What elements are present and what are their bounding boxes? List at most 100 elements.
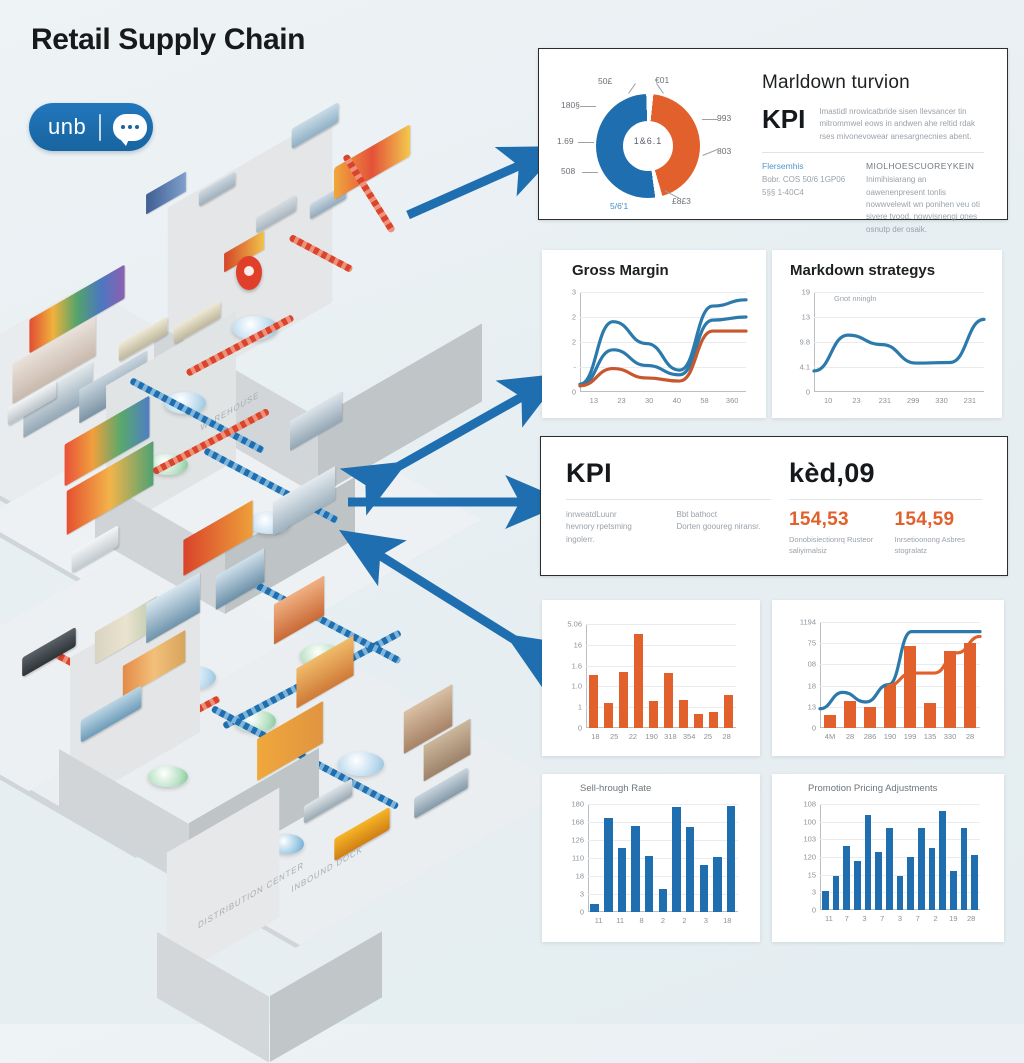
donut-center-label: 1&6.1 bbox=[633, 136, 663, 146]
bar bbox=[631, 825, 640, 912]
y-tick-label: 108 bbox=[803, 799, 816, 809]
bubble-dot bbox=[135, 125, 140, 129]
donut-callout: 1.69 bbox=[557, 136, 574, 146]
gridline bbox=[820, 874, 980, 876]
sub-left-body: Bobr. COS 50/6 1GP06 5§§ 1-40C4 bbox=[762, 175, 846, 197]
x-tick-label: 58 bbox=[700, 396, 709, 405]
bar bbox=[699, 864, 708, 912]
bar bbox=[693, 714, 703, 728]
x-axis bbox=[814, 391, 984, 392]
gridline bbox=[586, 624, 736, 625]
y-tick-label: 0 bbox=[579, 907, 584, 917]
y-tick-label: 0 bbox=[811, 723, 816, 733]
x-tick-label: 7 bbox=[844, 914, 849, 923]
x-tick-label: 7 bbox=[880, 914, 885, 923]
markdown-overview-panel[interactable]: 1&6.1 50£ €01 180§ 993 1.69 803 508 £8£3… bbox=[538, 48, 1008, 234]
y-tick-label: 5.06 bbox=[567, 619, 582, 629]
x-tick-label: 286 bbox=[863, 732, 877, 741]
chart-annotation: Gnot nningln bbox=[834, 294, 877, 303]
kpi-heading: KPI bbox=[566, 458, 612, 488]
line-series-layer bbox=[812, 317, 986, 373]
gridline bbox=[580, 342, 746, 343]
donut-callout: 5/6'1 bbox=[610, 201, 629, 211]
line-series bbox=[886, 634, 982, 688]
gridline bbox=[580, 317, 746, 318]
x-tick-label: 28 bbox=[845, 732, 855, 741]
x-tick-label: 25 bbox=[609, 732, 619, 741]
y-tick-label: 4.1 bbox=[799, 362, 810, 372]
gridline bbox=[820, 839, 980, 841]
line-series bbox=[578, 298, 748, 386]
kpi-panel[interactable]: KPI inrweatdLuunr hevnory rpetsming ingo… bbox=[540, 436, 1008, 576]
x-tick-label: 190 bbox=[645, 732, 658, 741]
gridline bbox=[820, 685, 980, 687]
gridline bbox=[820, 857, 980, 858]
chart-title: Promotion Pricing Adjustments bbox=[808, 783, 938, 794]
bar bbox=[713, 857, 722, 912]
bar bbox=[971, 855, 978, 910]
chat-bubble-icon[interactable] bbox=[113, 113, 148, 146]
x-axis bbox=[586, 727, 736, 728]
bar bbox=[678, 699, 688, 728]
bar bbox=[903, 646, 916, 728]
gridline bbox=[820, 821, 980, 823]
x-tick-label: 2 bbox=[682, 916, 687, 925]
page-title: Retail Supply Chain bbox=[31, 23, 306, 56]
x-tick-label: 3 bbox=[897, 914, 903, 923]
y-tick-label: 0 bbox=[577, 723, 582, 733]
x-tick-label: 23 bbox=[852, 396, 861, 405]
x-tick-label: 4M bbox=[824, 732, 836, 741]
donut-callout: 993 bbox=[717, 113, 732, 123]
line-series bbox=[578, 315, 748, 388]
x-tick-label: 28 bbox=[722, 732, 731, 741]
arrow-to-bar-charts-panel bbox=[339, 529, 573, 691]
line-series bbox=[578, 329, 748, 388]
isometric-supply-chain-illustration: WAREHOUSE bbox=[0, 101, 569, 1063]
bar bbox=[821, 890, 829, 910]
gridline bbox=[814, 317, 984, 318]
unb-badge[interactable]: unb bbox=[29, 103, 153, 151]
bar bbox=[853, 860, 861, 910]
y-tick-label: 13 bbox=[807, 702, 816, 712]
x-tick-label: 231 bbox=[963, 396, 977, 405]
y-tick-label: 2 bbox=[571, 337, 576, 347]
bar bbox=[917, 827, 925, 910]
y-tick-label: 1194 bbox=[799, 617, 816, 627]
x-tick-label: 13 bbox=[589, 396, 598, 405]
x-tick-label: 25 bbox=[703, 732, 713, 741]
y-tick-label: 15 bbox=[807, 870, 816, 880]
donut-hole bbox=[623, 121, 673, 171]
markdown-overview-text: Marldown turvion KPI Imastidl nrowicatbr… bbox=[762, 72, 984, 234]
line-series bbox=[818, 630, 982, 711]
gridline bbox=[814, 367, 984, 368]
bubble-dot bbox=[128, 125, 133, 129]
chart-title: Sell-hrough Rate bbox=[580, 783, 652, 794]
x-tick-label: 11 bbox=[594, 916, 603, 925]
panel-heading: Marldown turvion bbox=[762, 72, 910, 93]
y-axis bbox=[820, 622, 821, 728]
connector-arrows bbox=[339, 146, 573, 691]
bar bbox=[843, 701, 856, 728]
y-tick-label: 08 bbox=[807, 659, 816, 669]
sub-accent-label: Flersemhis bbox=[762, 161, 804, 172]
y-tick-label: 2 bbox=[571, 312, 576, 322]
gridline bbox=[586, 665, 736, 667]
x-tick-label: 22 bbox=[628, 732, 638, 741]
gridline bbox=[588, 822, 738, 823]
x-tick-label: 2 bbox=[933, 914, 938, 923]
donut-callout: 180§ bbox=[561, 100, 580, 110]
panel-body: Imastidl nrowicatbride sisen llevsancer … bbox=[819, 107, 975, 141]
y-tick-label: 75 bbox=[807, 638, 816, 648]
x-tick-label: 231 bbox=[878, 396, 892, 405]
x-tick-label: 7 bbox=[915, 914, 920, 923]
gridline bbox=[814, 292, 984, 293]
